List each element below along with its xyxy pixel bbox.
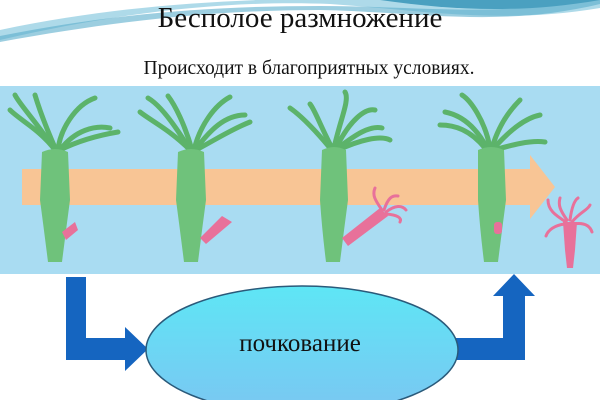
hydra-stage-1 <box>7 92 121 262</box>
budding-ellipse <box>145 285 459 400</box>
slide-subtitle: Происходит в благоприятных условиях. <box>143 58 475 79</box>
budding-label: почкование <box>239 330 361 357</box>
hydra-stage-3 <box>287 89 408 262</box>
down-right-flow-arrow-icon <box>66 277 148 371</box>
header-swoosh-decoration <box>0 0 600 42</box>
young-hydra <box>544 196 594 268</box>
hydra-stage-2 <box>137 93 253 262</box>
progress-arrow-icon <box>22 155 555 219</box>
right-up-flow-arrow-icon <box>448 274 535 360</box>
slide-title: Бесполое размножение <box>157 2 443 34</box>
hydra-stage-4 <box>437 92 548 262</box>
